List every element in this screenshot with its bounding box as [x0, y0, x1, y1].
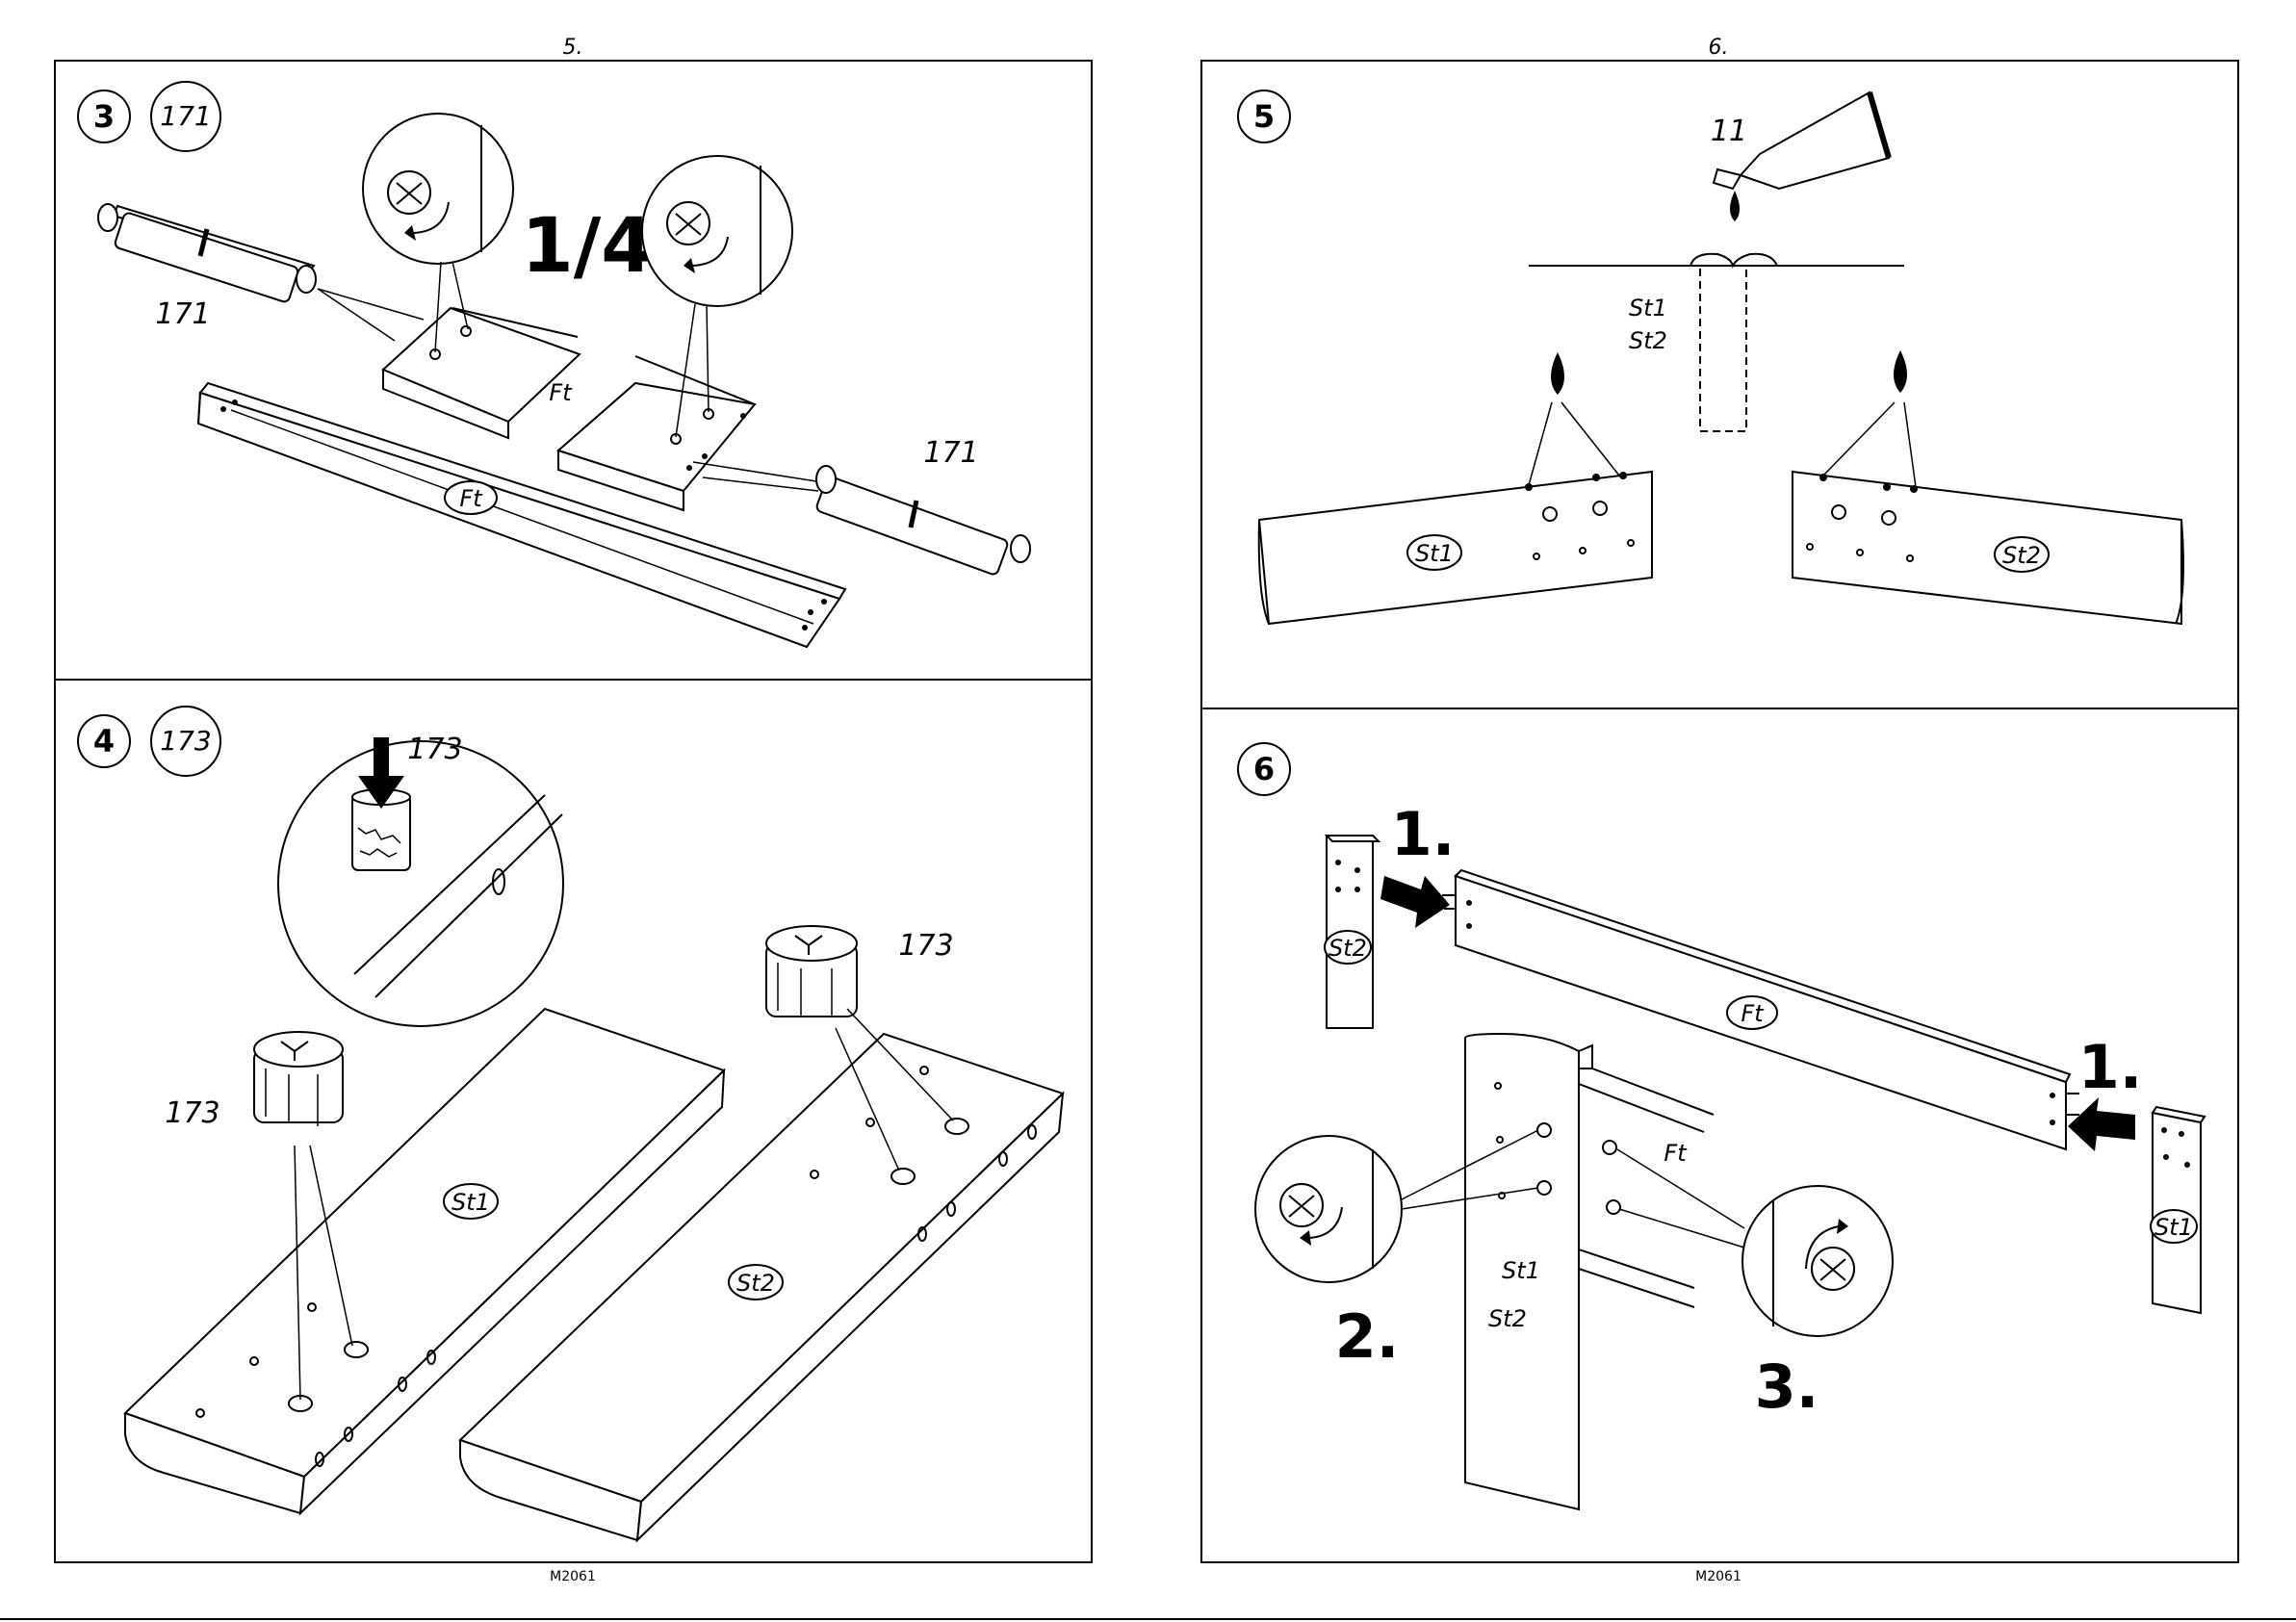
cam-lock-detail-right	[642, 156, 792, 306]
part-badge-label: 173	[160, 725, 211, 757]
part-badge-label: 171	[160, 100, 211, 132]
page-number-right: 6.	[1709, 36, 1729, 60]
cam-lock-icon	[766, 926, 857, 1017]
corner-rail-label: Ft	[1664, 1140, 1688, 1167]
step-4-panel: 4 173 173 St1	[78, 707, 1063, 1540]
board-label-ft: Ft	[549, 379, 573, 406]
cam-lock-detail-left	[1255, 1136, 1402, 1282]
sequence-step-1-left: 1.	[1391, 799, 1456, 869]
section-label-b: St2	[1629, 327, 1667, 354]
step-5-panel: 5 11 St1 St2 St1	[1238, 90, 2183, 624]
cam-label-right: 173	[898, 929, 953, 963]
dowel-icon	[815, 466, 1030, 576]
page-footer-left: M2061	[550, 1569, 596, 1584]
step-3-panel: 3 171 Ft Ft	[78, 82, 1030, 647]
board-ft-long	[198, 383, 845, 647]
glue-drop-icon	[1730, 191, 1740, 221]
cam-lock-icon	[254, 1032, 343, 1126]
step-number: 6	[1253, 751, 1275, 787]
board-label: St1	[451, 1189, 490, 1216]
cam-label-left: 173	[165, 1096, 219, 1130]
step-number: 3	[93, 98, 115, 135]
board-label: St2	[736, 1270, 775, 1297]
glue-label: 11	[1711, 115, 1747, 148]
step-number: 4	[93, 723, 115, 760]
glue-drop-icon	[1894, 350, 1907, 393]
section-label-a: St1	[1629, 295, 1667, 322]
page-footer-right: M2061	[1695, 1569, 1741, 1584]
board-label: St2	[2002, 542, 2041, 569]
push-arrow-icon	[1380, 876, 1450, 928]
sequence-step-3: 3.	[1755, 1352, 1819, 1422]
board-label: Ft	[459, 485, 483, 512]
cam-label-detail: 173	[407, 733, 462, 766]
glue-drop-icon	[1551, 352, 1564, 395]
board-st2	[1793, 472, 2183, 624]
page-number-left: 5.	[563, 36, 583, 60]
sequence-step-1-right: 1.	[2078, 1032, 2143, 1102]
push-arrow-icon	[2068, 1097, 2135, 1151]
post-label: St2	[1329, 935, 1367, 962]
dowel-icon	[98, 204, 316, 303]
cam-insert-detail	[278, 737, 563, 1026]
dowel-label-right: 171	[923, 436, 978, 470]
cam-lock-detail-left	[363, 114, 513, 264]
step-6-panel: 6 St2 Ft St1 1	[1238, 743, 2205, 1509]
dowel-label-left: 171	[155, 297, 210, 331]
quarter-turn-label: 1/4	[521, 203, 653, 290]
step-number: 5	[1253, 98, 1275, 135]
cam-lock-detail-right	[1742, 1186, 1893, 1336]
post-label: St1	[2154, 1214, 2193, 1241]
corner-label-b: St2	[1488, 1305, 1527, 1332]
corner-label-a: St1	[1502, 1257, 1540, 1284]
sequence-step-2: 2.	[1335, 1301, 1400, 1372]
rail-label: Ft	[1741, 1000, 1765, 1027]
board-label: St1	[1415, 540, 1454, 567]
